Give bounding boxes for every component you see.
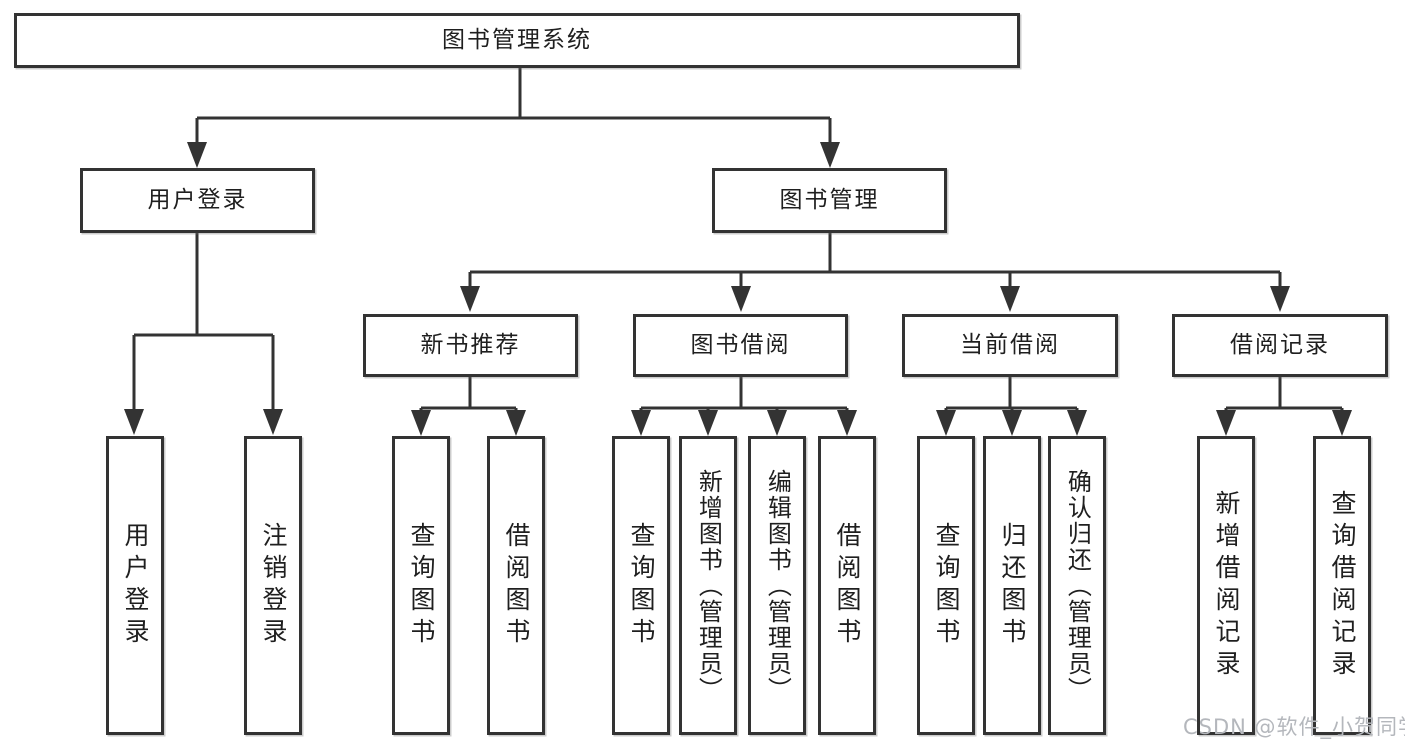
leaf-return-books: 归还图书 [983,436,1041,735]
node-library-management-system: 图书管理系统 [14,13,1020,68]
node-current-borrowing: 当前借阅 [902,314,1118,377]
leaf-edit-books-admin: 编辑图书（管理员） [748,436,806,735]
leaf-confirm-return-admin: 确认归还（管理员） [1048,436,1106,735]
watermark: CSDN @软件_小贺同学 [1183,715,1405,739]
node-new-book-recommend: 新书推荐 [363,314,578,377]
leaf-add-books-admin: 新增图书（管理员） [679,436,737,735]
node-book-borrowing: 图书借阅 [633,314,848,377]
leaf-user-login: 用户登录 [106,436,164,735]
leaf-borrowing-query-books: 查询图书 [612,436,670,735]
node-borrowing-records: 借阅记录 [1172,314,1388,377]
leaf-add-borrow-record: 新增借阅记录 [1197,436,1255,735]
leaf-logout: 注销登录 [244,436,302,735]
leaf-current-query-books: 查询图书 [917,436,975,735]
leaf-recommend-query-books: 查询图书 [392,436,450,735]
leaf-borrowing-borrow-books: 借阅图书 [818,436,876,735]
node-user-login: 用户登录 [80,168,315,233]
leaf-recommend-borrow-books: 借阅图书 [487,436,545,735]
node-book-management: 图书管理 [712,168,947,233]
leaf-query-borrow-record: 查询借阅记录 [1313,436,1371,735]
